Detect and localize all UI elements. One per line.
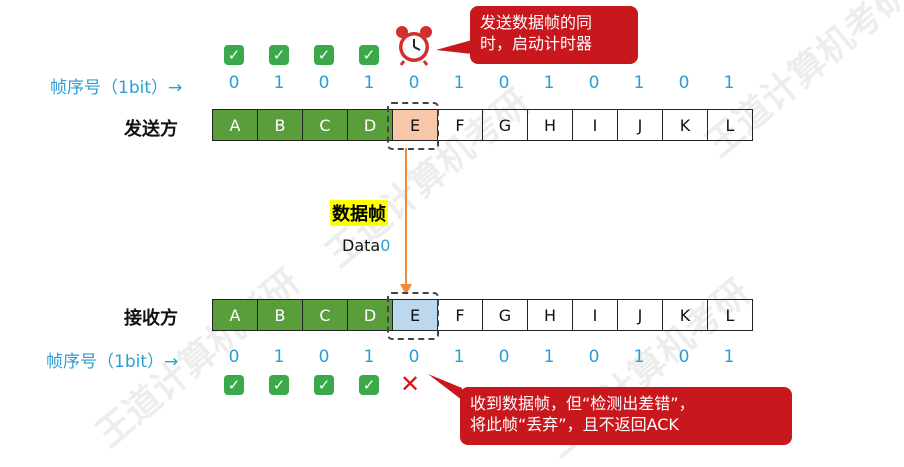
frame-cell: G	[482, 299, 527, 331]
seq-bit: 1	[633, 73, 645, 93]
sender-seq-label: 帧序号（1bit）→	[50, 78, 183, 98]
frame-cell: B	[257, 299, 302, 331]
data-prefix: Data	[342, 236, 381, 255]
seq-bit: 1	[543, 347, 555, 367]
frame-cell: E	[392, 299, 437, 331]
seq-bit: 0	[318, 73, 330, 93]
check-icon: ✓	[269, 375, 289, 395]
callout-pointer	[436, 40, 472, 54]
seq-bit: 1	[453, 347, 465, 367]
frame-cell: L	[707, 299, 753, 331]
frame-cell: A	[212, 299, 257, 331]
frame-cell: C	[302, 109, 347, 141]
seq-bit: 1	[363, 347, 375, 367]
callout-pointer	[428, 374, 462, 400]
callout-line: 收到数据帧，但“检测出差错”，	[470, 394, 695, 413]
seq-bit: 0	[318, 347, 330, 367]
check-icon: ✓	[269, 45, 289, 65]
seq-bit: 0	[228, 73, 240, 93]
frame-cell: A	[212, 109, 257, 141]
check-icon: ✓	[224, 45, 244, 65]
check-icon: ✓	[224, 375, 244, 395]
seq-bit: 0	[498, 73, 510, 93]
seq-bit: 0	[498, 347, 510, 367]
frame-cell: I	[572, 109, 617, 141]
frame-cell: H	[527, 299, 572, 331]
data-frame-label-text: 数据帧	[332, 204, 386, 225]
frame-cell: D	[347, 109, 392, 141]
seq-bit: 0	[678, 73, 690, 93]
check-icon: ✓	[314, 375, 334, 395]
seq-bit: 0	[678, 347, 690, 367]
frame-cell: J	[617, 299, 662, 331]
sender-callout: 发送数据帧的同 时，启动计时器	[470, 6, 638, 64]
receiver-seq-label: 帧序号（1bit）→	[46, 352, 179, 372]
seq-bit: 1	[273, 347, 285, 367]
seq-bit: 1	[723, 347, 735, 367]
data-frame-label: 数据帧	[330, 200, 388, 226]
seq-bit: 1	[633, 347, 645, 367]
sender-title: 发送方	[124, 119, 178, 140]
seq-bit: 0	[228, 347, 240, 367]
frame-cell: G	[482, 109, 527, 141]
frame-cell: D	[347, 299, 392, 331]
seq-bit: 0	[408, 73, 420, 93]
alarm-clock-icon	[394, 24, 434, 66]
receiver-current-frame-highlight	[387, 292, 439, 340]
callout-line: 时，启动计时器	[480, 34, 593, 53]
check-icon: ✓	[359, 375, 379, 395]
frame-cell: H	[527, 109, 572, 141]
receiver-callout: 收到数据帧，但“检测出差错”， 将此帧“丢弃”，且不返回ACK	[460, 387, 792, 445]
frame-cell: J	[617, 109, 662, 141]
callout-line: 将此帧“丢弃”，且不返回ACK	[470, 415, 679, 434]
frame-cell: F	[437, 109, 482, 141]
seq-bit: 1	[273, 73, 285, 93]
frame-cell: I	[572, 299, 617, 331]
frame-cell: F	[437, 299, 482, 331]
check-icon: ✓	[359, 45, 379, 65]
transfer-arrow	[400, 148, 412, 295]
frame-cell: B	[257, 109, 302, 141]
seq-bit: 1	[453, 73, 465, 93]
seq-bit: 0	[588, 73, 600, 93]
seq-bit: 1	[363, 73, 375, 93]
receiver-title: 接收方	[124, 308, 178, 329]
seq-bit: 1	[723, 73, 735, 93]
seq-bit: 0	[588, 347, 600, 367]
seq-bit: 1	[543, 73, 555, 93]
callout-line: 发送数据帧的同	[480, 13, 593, 32]
frame-cell: C	[302, 299, 347, 331]
check-icon: ✓	[314, 45, 334, 65]
frame-cell: L	[707, 109, 753, 141]
frame-cell: E	[392, 109, 437, 141]
frame-cell: K	[662, 299, 707, 331]
error-x-icon: ✕	[400, 370, 421, 398]
seq-bit: 0	[408, 347, 420, 367]
data-seq: 0	[380, 236, 391, 255]
frame-cell: K	[662, 109, 707, 141]
sender-current-frame-highlight	[387, 102, 439, 150]
data-label: Data0	[342, 236, 390, 255]
